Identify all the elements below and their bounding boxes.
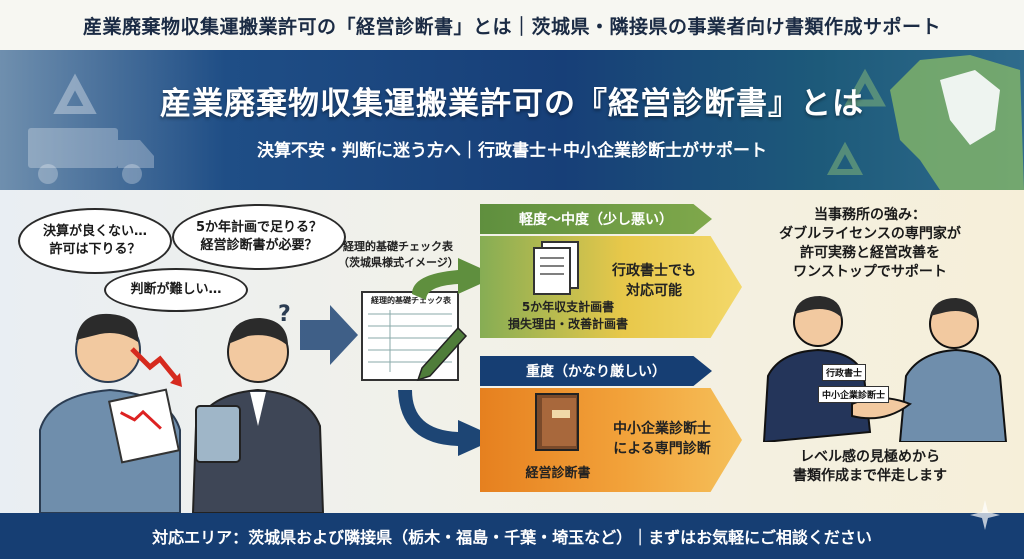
footer-text: 対応エリア：茨城県および隣接県（栃木・福島・千葉・埼玉など）｜まずはお気軽にご相… [152,528,872,547]
checklist-document [361,291,468,382]
checklist-doc-label: 経理的基礎チェック表 [371,296,451,305]
recycle-icon [826,141,864,175]
strength-text: 当事務所の強み： ダブルライセンスの専門家が 許可実務と経営改善を ワンストップ… [779,207,961,280]
header-title: 産業廃棄物収集運搬業許可の「経営診断書」とは｜茨城県・隣接県の事業者向け書類作成… [82,15,941,38]
severe-doc-label: 経営診断書 [525,466,591,481]
speech-bubble: 判断が難しい… [104,268,248,312]
branch-arrows [398,258,498,456]
documents-icon [533,241,579,295]
down-trend-arrow-icon [130,347,182,387]
severe-band-label: 重度（かなり厳しい） [526,364,666,380]
bubble-text: 決算が良くない… 許可は下りる？ [42,224,147,257]
hero-banner: 産業廃棄物収集運搬業許可の『経営診断書』とは 決算不安・判断に迷う方へ｜行政書士… [0,50,1024,190]
footer-bar: 対応エリア：茨城県および隣接県（栃木・福島・千葉・埼玉など）｜まずはお気軽にご相… [0,513,1024,559]
map-icon [890,55,1024,190]
severe-handler-label: 中小企業診断士 による専門診断 [613,421,711,457]
severe-panel [480,388,742,492]
mild-band-label: 軽度〜中度（少し悪い） [519,212,673,228]
bubble-text: 判断が難しい… [130,282,222,298]
arrow-right-icon [300,305,358,365]
checklist-caption: 経理的基礎チェック表 （茨城県様式イメージ） [338,240,459,269]
header-bar: 産業廃棄物収集運搬業許可の「経営診断書」とは｜茨城県・隣接県の事業者向け書類作成… [0,0,1024,51]
handshake-illustration [762,296,1008,442]
severe-band: 重度（かなり厳しい） [480,356,712,386]
mild-band: 軽度〜中度（少し悪い） [480,204,712,234]
hero-subtitle: 決算不安・判断に迷う方へ｜行政書士＋中小企業診断士がサポート [257,141,767,161]
speech-bubble: 決算が良くない… 許可は下りる？ [18,208,172,274]
license-tag: 中小企業診断士 [818,386,890,403]
question-mark: ? [278,302,291,327]
worker-illustration [39,313,181,513]
closing-text: レベル感の見極めから 書類作成まで伴走します [793,449,947,484]
bubble-text: 5か年計画で足りる？ 経営診断書が必要？ [195,220,323,253]
mild-docs-label: 5か年収支計画書 損失理由・改善計画書 [507,300,628,331]
license-tag: 行政書士 [822,364,867,381]
truck-icon [28,128,154,184]
book-icon [535,393,579,451]
mild-panel [480,236,742,338]
recycle-icon [844,68,886,107]
hero-title: 産業廃棄物収集運搬業許可の『経営診断書』とは [160,86,864,122]
speech-bubble: 5か年計画で足りる？ 経営診断書が必要？ [172,204,346,270]
sparkle-icon [970,500,1000,530]
businessman-illustration [191,318,325,513]
mild-handler-label: 行政書士でも 対応可能 [612,263,696,299]
recycle-icon [53,73,97,114]
